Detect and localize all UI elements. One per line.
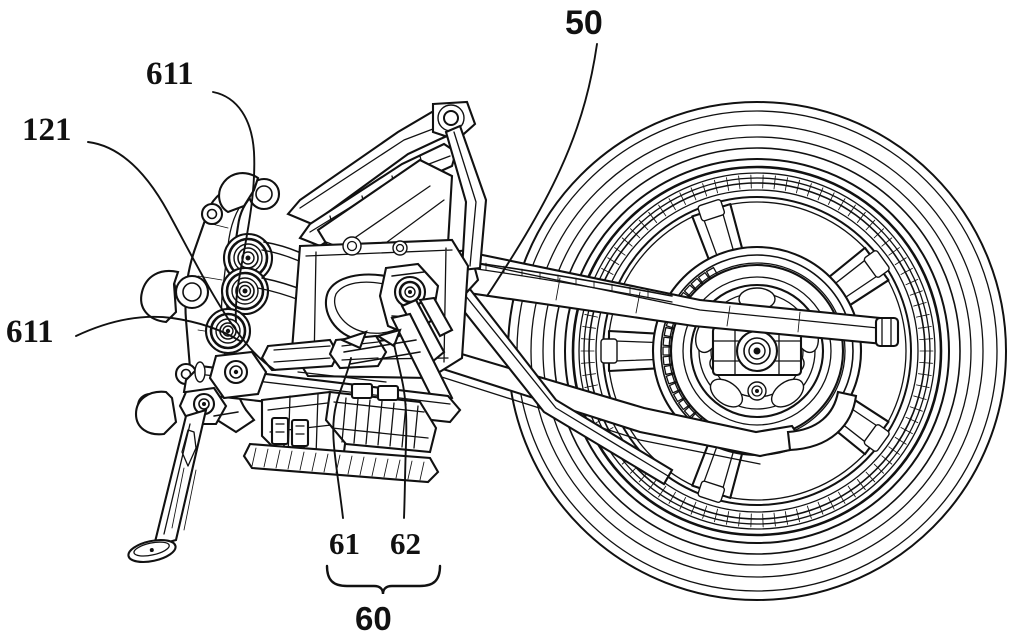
group-brace-60 <box>325 564 442 595</box>
side-stand <box>127 386 239 564</box>
bearing-611-middle <box>220 266 270 316</box>
leader-611a <box>212 91 256 323</box>
callout-611-lower: 611 <box>6 314 54 350</box>
callout-61: 61 <box>329 526 360 561</box>
leader-61 <box>332 357 352 519</box>
component-62 <box>324 382 438 454</box>
plate-bolt-hole <box>174 274 210 310</box>
bearing-611-lower <box>204 307 252 355</box>
leader-62 <box>393 343 408 519</box>
leader-121 <box>87 141 276 371</box>
plate-bolt-hole <box>247 177 281 211</box>
callout-60: 60 <box>355 600 392 637</box>
callout-62: 62 <box>390 526 421 561</box>
leader-50 <box>486 43 598 297</box>
plate-bolt-hole <box>200 202 224 226</box>
bearing-pulley-cluster-611 <box>204 232 345 355</box>
leader-lines <box>75 43 598 519</box>
leader-611b <box>75 315 241 342</box>
drive-assembly-60 <box>242 382 440 484</box>
drive-chain <box>469 261 673 303</box>
engine-case <box>290 236 470 408</box>
callout-50: 50 <box>565 4 603 42</box>
rear-wheel-assembly <box>507 101 1007 601</box>
callout-611-upper: 611 <box>146 56 194 92</box>
callout-121: 121 <box>22 112 72 148</box>
misc-linkages <box>260 328 421 383</box>
